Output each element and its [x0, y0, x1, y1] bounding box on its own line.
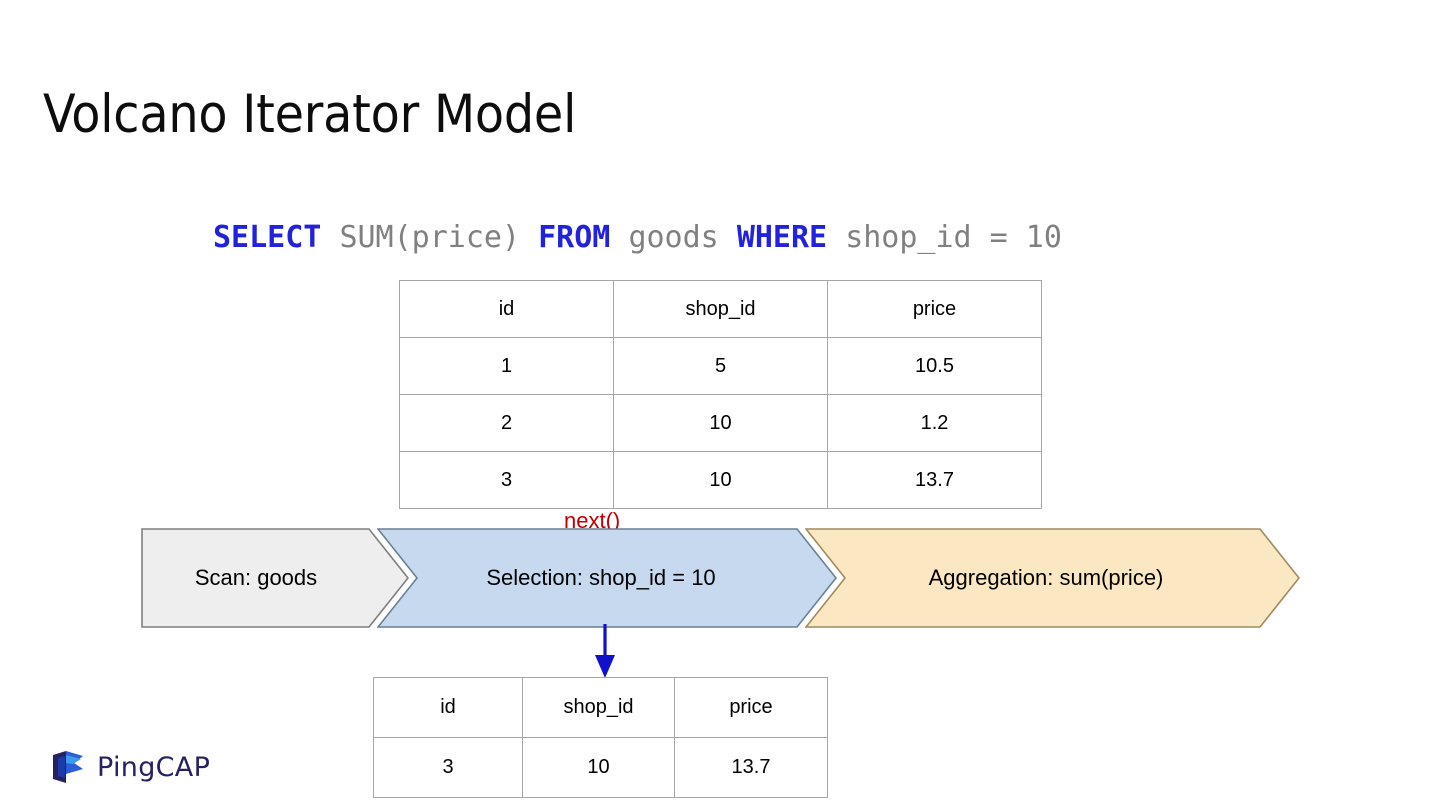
sql-token-4: FROM	[538, 220, 611, 255]
pingcap-logo-icon	[53, 751, 83, 783]
chevron-shape-selection	[377, 528, 837, 628]
table-header-row: id shop_id price	[399, 280, 1042, 338]
column-header-id: id	[373, 677, 523, 738]
column-header-price: price	[827, 280, 1042, 338]
table-row: 3 10 13.7	[373, 737, 828, 798]
sql-token-9	[827, 220, 845, 255]
cell-id: 1	[399, 337, 614, 395]
cell-price: 13.7	[827, 451, 1042, 509]
pipeline-stage-scan[interactable]: Scan: goods	[141, 528, 409, 628]
pingcap-wordmark: PingCAP	[97, 751, 211, 783]
cell-shop-id: 10	[522, 737, 675, 798]
column-header-id: id	[399, 280, 614, 338]
table-row: 3 10 13.7	[399, 451, 1042, 509]
pipeline-stage-selection[interactable]: Selection: shop_id = 10	[377, 528, 837, 628]
column-header-shop-id: shop_id	[522, 677, 675, 738]
column-header-shop-id: shop_id	[613, 280, 828, 338]
result-table: id shop_id price 3 10 13.7	[373, 677, 828, 798]
sql-token-5	[610, 220, 628, 255]
sql-token-3	[520, 220, 538, 255]
sql-token-10: shop_id = 10	[845, 220, 1062, 255]
pingcap-logo: PingCAP	[50, 745, 210, 789]
page-title: Volcano Iterator Model	[43, 84, 577, 145]
cell-shop-id: 10	[613, 394, 828, 452]
table-row: 1 5 10.5	[399, 337, 1042, 395]
cell-id: 3	[373, 737, 523, 798]
sql-token-0: SELECT	[213, 220, 322, 255]
cell-id: 3	[399, 451, 614, 509]
column-header-price: price	[674, 677, 828, 738]
sql-token-1	[321, 220, 339, 255]
cell-price: 1.2	[827, 394, 1042, 452]
sql-token-6: goods	[628, 220, 719, 255]
table-row: 2 10 1.2	[399, 394, 1042, 452]
cell-id: 2	[399, 394, 614, 452]
cell-shop-id: 5	[613, 337, 828, 395]
sql-token-8: WHERE	[736, 220, 828, 255]
input-table: id shop_id price 1 5 10.5 2 10 1.2 3 10 …	[399, 280, 1042, 509]
cell-price: 10.5	[827, 337, 1042, 395]
chevron-shape-scan	[141, 528, 409, 628]
cell-price: 13.7	[674, 737, 828, 798]
flow-arrow-down-icon	[595, 624, 615, 678]
sql-token-2: SUM(price)	[339, 220, 521, 255]
table-header-row: id shop_id price	[373, 677, 828, 738]
cell-shop-id: 10	[613, 451, 828, 509]
chevron-shape-aggregation	[805, 528, 1300, 628]
execution-pipeline: Scan: goods Selection: shop_id = 10 Aggr…	[0, 528, 1440, 648]
sql-token-7	[719, 220, 737, 255]
sql-query-text: SELECT SUM(price) FROM goods WHERE shop_…	[213, 219, 1062, 257]
pipeline-stage-aggregation[interactable]: Aggregation: sum(price)	[805, 528, 1300, 628]
